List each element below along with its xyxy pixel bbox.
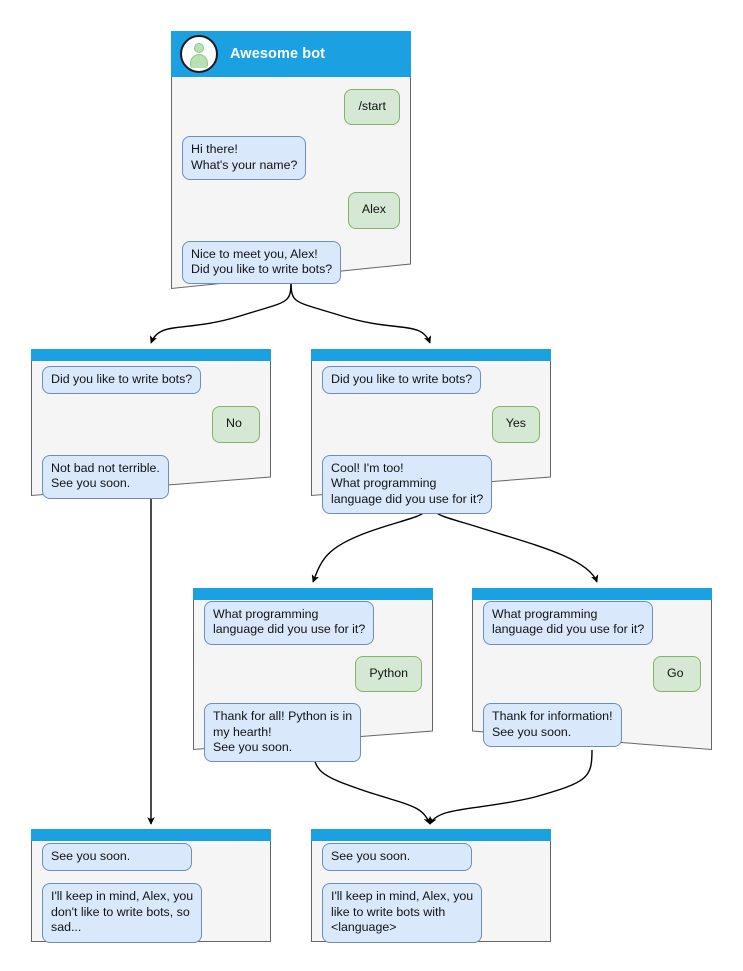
message-row: What programming language did you use fo… (483, 601, 701, 645)
screen-lang-python[interactable]: What programming language did you use fo… (193, 588, 433, 763)
message-row: I'll keep in mind, Alex, you don't like … (42, 883, 260, 943)
bot-message-bubble[interactable]: Thank for all! Python is in my hearth! S… (204, 703, 362, 763)
bot-message-bubble[interactable]: See you soon. (42, 843, 192, 872)
bot-message-bubble[interactable]: Cool! I'm too! What programming language… (322, 454, 493, 515)
screen-lang-go-messages: What programming language did you use fo… (472, 600, 712, 748)
screen-lang-python-messages: What programming language did you use fo… (193, 600, 433, 763)
message-row: Go (483, 655, 701, 693)
screen-end-sad-messages: See you soon. I'll keep in mind, Alex, y… (31, 841, 271, 943)
screen-answer-yes[interactable]: Did you like to write bots? Yes Cool! I'… (311, 349, 551, 515)
bot-message-bubble[interactable]: See you soon. (322, 843, 472, 872)
user-message-bubble[interactable]: Python (355, 655, 422, 693)
message-row: Alex (182, 192, 400, 229)
bot-message-bubble[interactable]: Nice to meet you, Alex! Did you like to … (182, 240, 342, 285)
message-row: /start (182, 89, 400, 126)
avatar-body (190, 54, 208, 68)
message-row: See you soon. (322, 843, 540, 872)
edge-go-to-end-happy (429, 749, 593, 825)
bot-message-bubble[interactable]: Not bad not terrible. See you soon. (42, 454, 169, 499)
message-row: What programming language did you use fo… (204, 601, 422, 645)
screen-answer-no[interactable]: Did you like to write bots? No Not bad n… (31, 349, 271, 499)
user-message-bubble[interactable]: Alex (347, 192, 400, 229)
screen-lang-go-header (472, 588, 712, 600)
message-row: Nice to meet you, Alex! Did you like to … (182, 240, 400, 285)
screen-end-sad[interactable]: See you soon. I'll keep in mind, Alex, y… (31, 829, 271, 943)
screen-answer-yes-messages: Did you like to write bots? Yes Cool! I'… (311, 363, 551, 515)
screen-answer-no-messages: Did you like to write bots? No Not bad n… (31, 363, 271, 499)
bot-message-bubble[interactable]: Did you like to write bots? (42, 366, 202, 395)
message-row: Did you like to write bots? (42, 366, 260, 395)
screen-answer-no-header (31, 349, 271, 361)
bot-message-bubble[interactable]: What programming language did you use fo… (204, 601, 375, 645)
person-icon (180, 35, 218, 73)
message-row: See you soon. (42, 843, 260, 872)
screen-answer-yes-header (311, 349, 551, 361)
message-row: Not bad not terrible. See you soon. (42, 454, 260, 499)
screen-end-happy-messages: See you soon. I'll keep in mind, Alex, y… (311, 841, 551, 943)
screen-start-messages: /start Hi there! What's your name? Alex … (171, 83, 411, 285)
message-row: Python (204, 655, 422, 693)
screen-start-header: Awesome bot (171, 31, 411, 77)
message-row: No (42, 406, 260, 443)
bot-message-bubble[interactable]: What programming language did you use fo… (483, 601, 654, 645)
screen-lang-python-header (193, 588, 433, 600)
screen-end-sad-header (31, 829, 271, 841)
bot-message-bubble[interactable]: I'll keep in mind, Alex, you don't like … (42, 883, 203, 943)
message-row: Thank for information! See you soon. (483, 703, 701, 748)
message-row: Hi there! What's your name? (182, 136, 400, 181)
message-row: Yes (322, 406, 540, 443)
screen-end-happy[interactable]: See you soon. I'll keep in mind, Alex, y… (311, 829, 551, 943)
bot-message-bubble[interactable]: Hi there! What's your name? (182, 136, 307, 181)
message-row: I'll keep in mind, Alex, you like to wri… (322, 883, 540, 943)
screen-start[interactable]: Awesome bot /start Hi there! What's your… (171, 31, 411, 290)
message-row: Did you like to write bots? (322, 366, 540, 395)
bot-message-bubble[interactable]: Thank for information! See you soon. (483, 703, 622, 748)
bot-message-bubble[interactable]: Did you like to write bots? (322, 366, 482, 395)
avatar-head (194, 43, 204, 53)
user-message-bubble[interactable]: Go (653, 655, 701, 693)
bot-message-bubble[interactable]: I'll keep in mind, Alex, you like to wri… (322, 883, 483, 943)
bot-title: Awesome bot (230, 46, 326, 62)
user-message-bubble[interactable]: No (212, 406, 260, 443)
user-message-bubble[interactable]: Yes (491, 406, 540, 443)
screen-lang-go[interactable]: What programming language did you use fo… (472, 588, 712, 751)
message-row: Thank for all! Python is in my hearth! S… (204, 703, 422, 763)
message-row: Cool! I'm too! What programming language… (322, 454, 540, 515)
user-message-bubble[interactable]: /start (344, 89, 400, 126)
screen-end-happy-header (311, 829, 551, 841)
